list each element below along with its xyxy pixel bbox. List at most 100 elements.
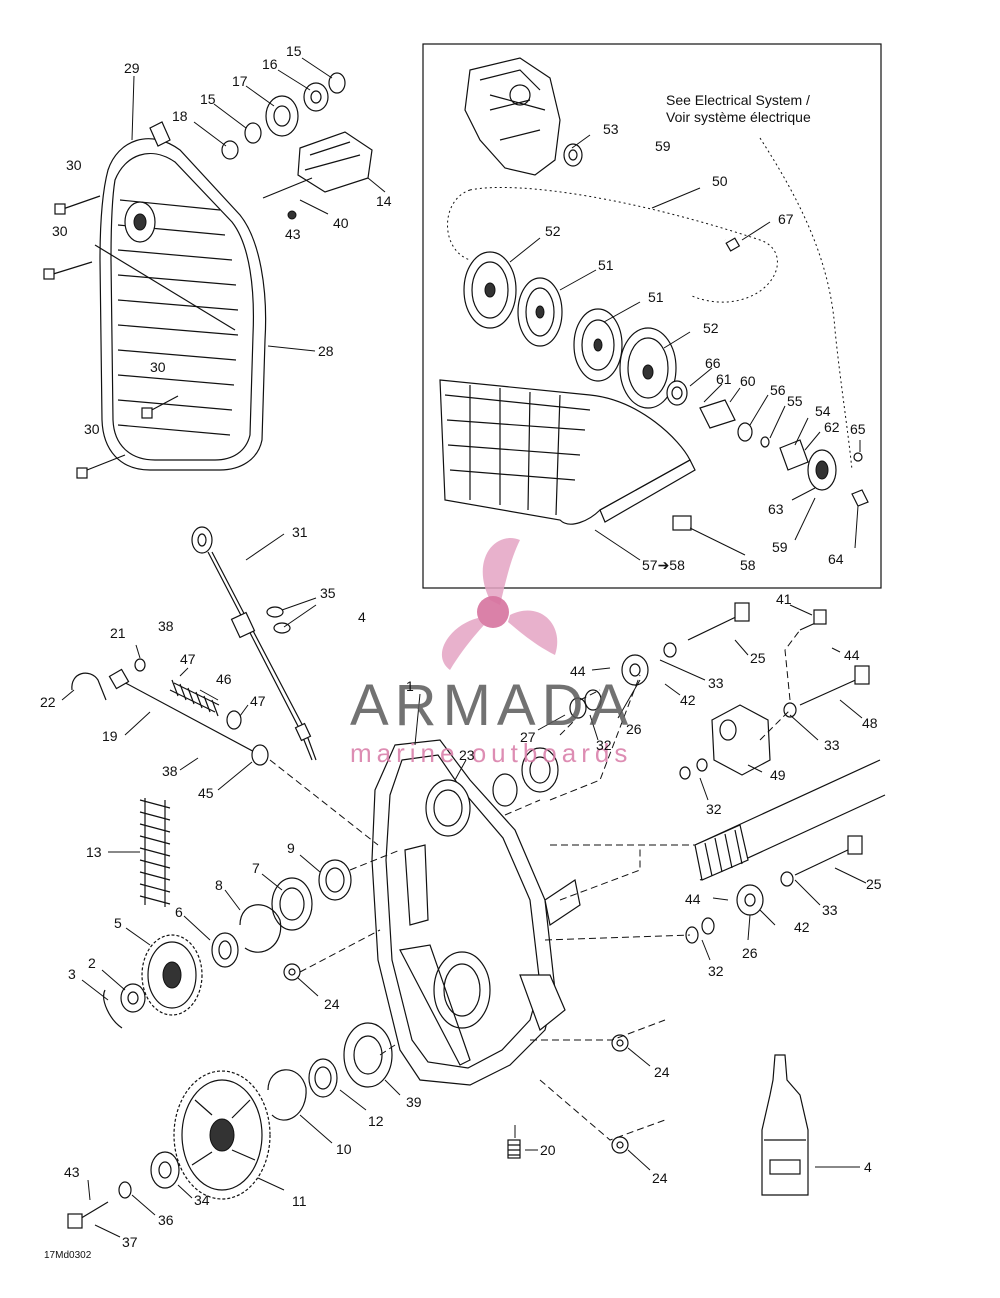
callout-7: 7 bbox=[252, 860, 260, 876]
callout-20: 20 bbox=[540, 1142, 556, 1158]
nut-24-left bbox=[283, 963, 301, 981]
dipstick bbox=[191, 526, 317, 761]
callout-44-a: 44 bbox=[844, 647, 860, 663]
callout-44-c: 44 bbox=[685, 891, 701, 907]
callout-4-b: 4 bbox=[864, 1159, 872, 1175]
callout-63: 63 bbox=[768, 501, 784, 517]
callout-51-b: 51 bbox=[648, 289, 664, 305]
callout-18: 18 bbox=[172, 108, 188, 124]
callout-25-b: 25 bbox=[866, 876, 882, 892]
nuts-24-right bbox=[611, 1034, 629, 1154]
assembly-lines bbox=[269, 629, 801, 1141]
callout-44-b: 44 bbox=[570, 663, 586, 679]
callout-3: 3 bbox=[68, 966, 76, 982]
bolt-48 bbox=[783, 665, 870, 718]
callout-1: 1 bbox=[406, 678, 414, 694]
bushing-27 bbox=[492, 747, 559, 807]
callout-26-b: 26 bbox=[742, 945, 758, 961]
callout-49: 49 bbox=[770, 767, 786, 783]
inset-note-line1: See Electrical System / bbox=[666, 92, 810, 108]
gear-11 bbox=[173, 1070, 271, 1200]
tensioner-bearings bbox=[221, 72, 373, 220]
callout-29: 29 bbox=[124, 60, 140, 76]
callout-10: 10 bbox=[336, 1141, 352, 1157]
callout-25-a: 25 bbox=[750, 650, 766, 666]
sprocket-51-b bbox=[573, 308, 623, 382]
bracket-49 bbox=[679, 704, 771, 780]
callout-12: 12 bbox=[368, 1113, 384, 1129]
callout-43-bottom: 43 bbox=[64, 1164, 80, 1180]
watermark-sub: marine outboards bbox=[350, 738, 632, 768]
sprocket-52-right bbox=[619, 327, 677, 409]
watermark-word: ARMADA bbox=[350, 673, 634, 738]
axle-hardware bbox=[666, 380, 869, 531]
callout-59-b: 59 bbox=[772, 539, 788, 555]
sprocket-51-a bbox=[517, 277, 563, 347]
bearings-lower bbox=[267, 1022, 393, 1121]
callout-43-top: 43 bbox=[285, 226, 301, 242]
callout-30-a: 30 bbox=[66, 157, 82, 173]
callout-47-b: 47 bbox=[250, 693, 266, 709]
callout-65: 65 bbox=[850, 421, 866, 437]
callout-38-a: 38 bbox=[158, 618, 174, 634]
nut-26-upper bbox=[569, 654, 649, 719]
chaincase-main bbox=[371, 739, 581, 1086]
callout-34: 34 bbox=[194, 1192, 210, 1208]
watermark-propeller-icon bbox=[441, 538, 558, 670]
bolts-30 bbox=[43, 195, 179, 479]
callout-66: 66 bbox=[705, 355, 721, 371]
spacer-34-washer-36-bolt-37 bbox=[67, 1151, 180, 1229]
watermark: ARMADA marine outboards bbox=[350, 538, 634, 768]
callout-30-c: 30 bbox=[150, 359, 166, 375]
bolt-41 bbox=[799, 609, 827, 631]
callout-41: 41 bbox=[776, 591, 792, 607]
callout-21: 21 bbox=[110, 625, 126, 641]
callout-30-d: 30 bbox=[84, 421, 100, 437]
callout-5: 5 bbox=[114, 915, 122, 931]
callout-64: 64 bbox=[828, 551, 844, 567]
callout-55: 55 bbox=[787, 393, 803, 409]
inset-box: See Electrical System / Voir système éle… bbox=[422, 43, 882, 589]
callout-14: 14 bbox=[376, 193, 392, 209]
callout-54: 54 bbox=[815, 403, 831, 419]
leader-lines bbox=[61, 57, 867, 1238]
callout-57-58: 57➔58 bbox=[642, 557, 685, 573]
figure-code: 17Md0302 bbox=[44, 1250, 92, 1261]
callout-50: 50 bbox=[712, 173, 728, 189]
callout-31: 31 bbox=[292, 524, 308, 540]
bearings-upper bbox=[211, 859, 352, 968]
callout-32-c: 32 bbox=[708, 963, 724, 979]
callout-39: 39 bbox=[406, 1094, 422, 1110]
callout-27: 27 bbox=[520, 729, 536, 745]
nut-26-lower bbox=[685, 884, 764, 944]
oil-bottle-4 bbox=[761, 1054, 809, 1196]
callout-15-a: 15 bbox=[286, 43, 302, 59]
callout-67: 67 bbox=[778, 211, 794, 227]
callout-58: 58 bbox=[740, 557, 756, 573]
callout-28: 28 bbox=[318, 343, 334, 359]
callout-33-a: 33 bbox=[708, 675, 724, 691]
spring-13 bbox=[139, 798, 171, 907]
plug-20 bbox=[507, 1139, 521, 1159]
callout-30-b: 30 bbox=[52, 223, 68, 239]
callout-59-a: 59 bbox=[655, 138, 671, 154]
callout-32-b: 32 bbox=[706, 801, 722, 817]
chaincase-housing bbox=[464, 57, 561, 176]
callout-labels: 15 16 17 15 18 29 14 40 43 30 30 28 30 3… bbox=[40, 43, 882, 1250]
callout-11: 11 bbox=[292, 1193, 307, 1209]
driveshaft bbox=[694, 759, 886, 881]
callout-26-a: 26 bbox=[626, 721, 642, 737]
tensioner-bolt bbox=[71, 658, 269, 766]
callout-37: 37 bbox=[122, 1234, 138, 1250]
callout-6: 6 bbox=[175, 904, 183, 920]
chaincase-cover bbox=[94, 121, 267, 471]
callout-19: 19 bbox=[102, 728, 118, 744]
callout-45: 45 bbox=[198, 785, 214, 801]
callout-32-a: 32 bbox=[596, 737, 612, 753]
callout-15-b: 15 bbox=[200, 91, 216, 107]
gear-5 bbox=[141, 934, 203, 1016]
bolt-25-lower bbox=[780, 835, 863, 887]
callout-52-a: 52 bbox=[545, 223, 561, 239]
callout-40: 40 bbox=[333, 215, 349, 231]
